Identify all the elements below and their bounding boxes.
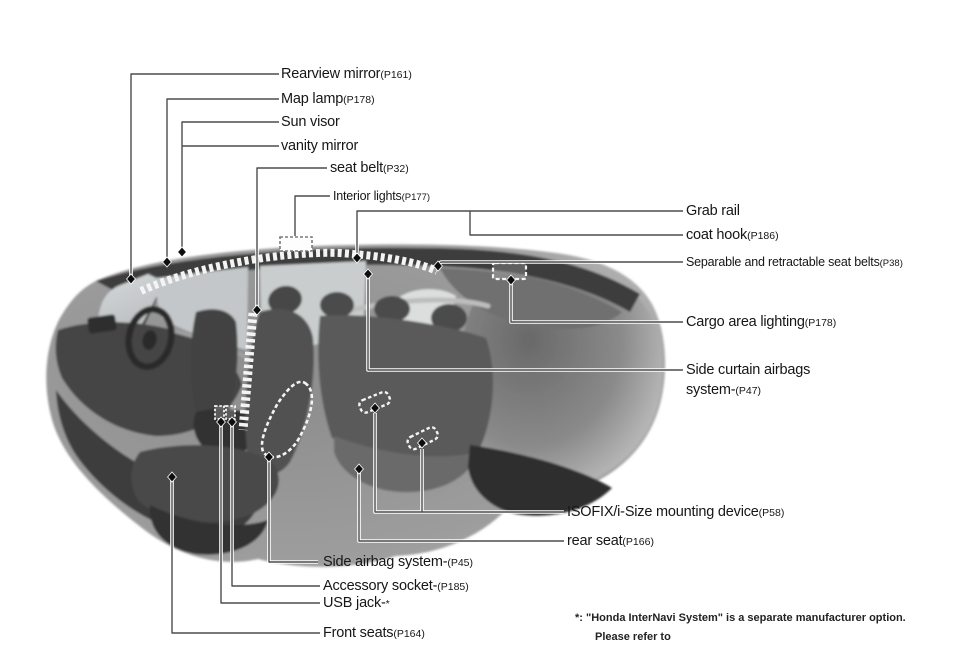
callout-map-lamp (166, 98, 279, 260)
label-side-airbag: Side airbag system-(P45) (323, 554, 473, 570)
callout-front-seats (171, 480, 320, 634)
label-text: Separable and retractable seat belts (686, 255, 880, 269)
label-text: Front seats (323, 625, 394, 641)
interior-lights-dashed-box (279, 236, 313, 252)
page-ref: (P166) (622, 536, 654, 548)
page-ref: (P178) (343, 94, 375, 106)
label-front-seats: Front seats(P164) (323, 625, 425, 641)
page-ref: (P32) (383, 163, 409, 175)
seat-rail (149, 505, 268, 555)
page-ref: (P58) (758, 507, 785, 519)
callout-cargo-lighting (510, 282, 683, 323)
rear-bench-cushion (334, 436, 478, 493)
passenger-seat (190, 309, 238, 421)
footnote-line-2: Please refer to (595, 631, 671, 643)
label-rear-seat: rear seat(P166) (567, 533, 654, 549)
instrument-cluster (87, 314, 117, 334)
cargo-floor (468, 445, 612, 516)
callout-curtain-airbags (367, 277, 683, 371)
page-ref: (P38) (879, 258, 903, 269)
label-text: Side airbag system- (323, 554, 448, 570)
label-text: Side curtain airbags system- (686, 362, 811, 398)
driver-headrest (268, 285, 302, 315)
callout-interior-lights (294, 195, 330, 236)
page-ref: (P177) (401, 192, 431, 203)
label-seat-belt: seat belt(P32) (330, 160, 409, 176)
door-trim-streak (341, 297, 491, 315)
page-ref: (P164) (393, 628, 425, 640)
callout-seat-belt (256, 167, 327, 307)
callout-sun-visor-vanity (181, 121, 279, 250)
label-text: Map lamp (281, 91, 344, 107)
label-coat-hook: coat hook(P186) (686, 227, 779, 243)
label-accessory-socket: Accessory socket-(P185) (323, 578, 469, 594)
rear-bench-back (318, 315, 493, 459)
rear-headrest-1 (320, 292, 354, 318)
label-map-lamp: Map lamp(P178) (281, 91, 375, 107)
page-ref: (P186) (747, 230, 779, 242)
callout-rearview-mirror (130, 73, 279, 277)
label-separable-belts: Separable and retractable seat belts(P38… (686, 255, 903, 269)
page-ref: (P161) (380, 69, 412, 81)
callout-side-airbag (268, 460, 318, 563)
label-grab-rail: Grab rail (686, 203, 740, 219)
label-cargo-lighting: Cargo area lighting(P178) (686, 314, 836, 330)
bpillar-seatbelt-dashed-strip (238, 312, 258, 431)
headliner-shade (440, 268, 622, 329)
label-vanity-mirror: vanity mirror (281, 138, 358, 154)
label-text: Cargo area lighting (686, 314, 805, 330)
car-illustration (46, 244, 666, 567)
label-text: vanity mirror (281, 138, 359, 154)
page-ref: (P178) (804, 317, 837, 329)
label-text: rear seat (567, 533, 623, 549)
page-ref: (P47) (735, 385, 762, 397)
page-ref: (P45) (447, 557, 474, 569)
usb-jack-dashed-box (214, 405, 225, 420)
label-text: coat hook (686, 227, 748, 243)
label-text: USB jack- (323, 595, 386, 611)
accessory-socket-dashed-box (225, 405, 236, 420)
callout-coat-hook (469, 211, 683, 236)
label-text: Grab rail (686, 203, 740, 219)
label-interior-lights: Interior lights(P177) (333, 189, 430, 203)
label-sun-visor: Sun visor (281, 114, 340, 130)
steering-wheel (125, 306, 175, 370)
curtain-airbag-dashed-strip (139, 248, 439, 295)
label-curtain-airbags: Side curtain airbags system-(P47) (686, 360, 846, 401)
label-rearview-mirror: Rearview mirror(P161) (281, 66, 412, 82)
label-text: Sun visor (281, 114, 340, 130)
callout-usb-jack (220, 425, 320, 604)
callout-rear-seat (358, 472, 564, 542)
callout-grab-rail (356, 210, 683, 255)
callout-lines (126, 72, 683, 635)
label-usb-jack: USB jack-* (323, 595, 390, 611)
label-isofix: ISOFIX/i-Size mounting device(P58) (567, 504, 784, 520)
driver-seatback (245, 309, 314, 475)
label-text: seat belt (330, 160, 384, 176)
label-text: Interior lights (333, 189, 402, 203)
footnote-line-1: *: "Honda InterNavi System" is a separat… (575, 612, 906, 624)
callout-accessory-socket (231, 425, 320, 587)
page-ref: * (385, 598, 390, 610)
label-text: Accessory socket- (323, 578, 438, 594)
front-seat-cushion (131, 445, 279, 523)
rear-headrest-2 (374, 296, 410, 322)
page-ref: (P185) (437, 581, 469, 593)
rear-headrest-3 (431, 304, 467, 332)
label-text: Rearview mirror (281, 66, 381, 82)
label-text: ISOFIX/i-Size mounting device (567, 504, 759, 520)
callout-isofix (374, 413, 564, 513)
